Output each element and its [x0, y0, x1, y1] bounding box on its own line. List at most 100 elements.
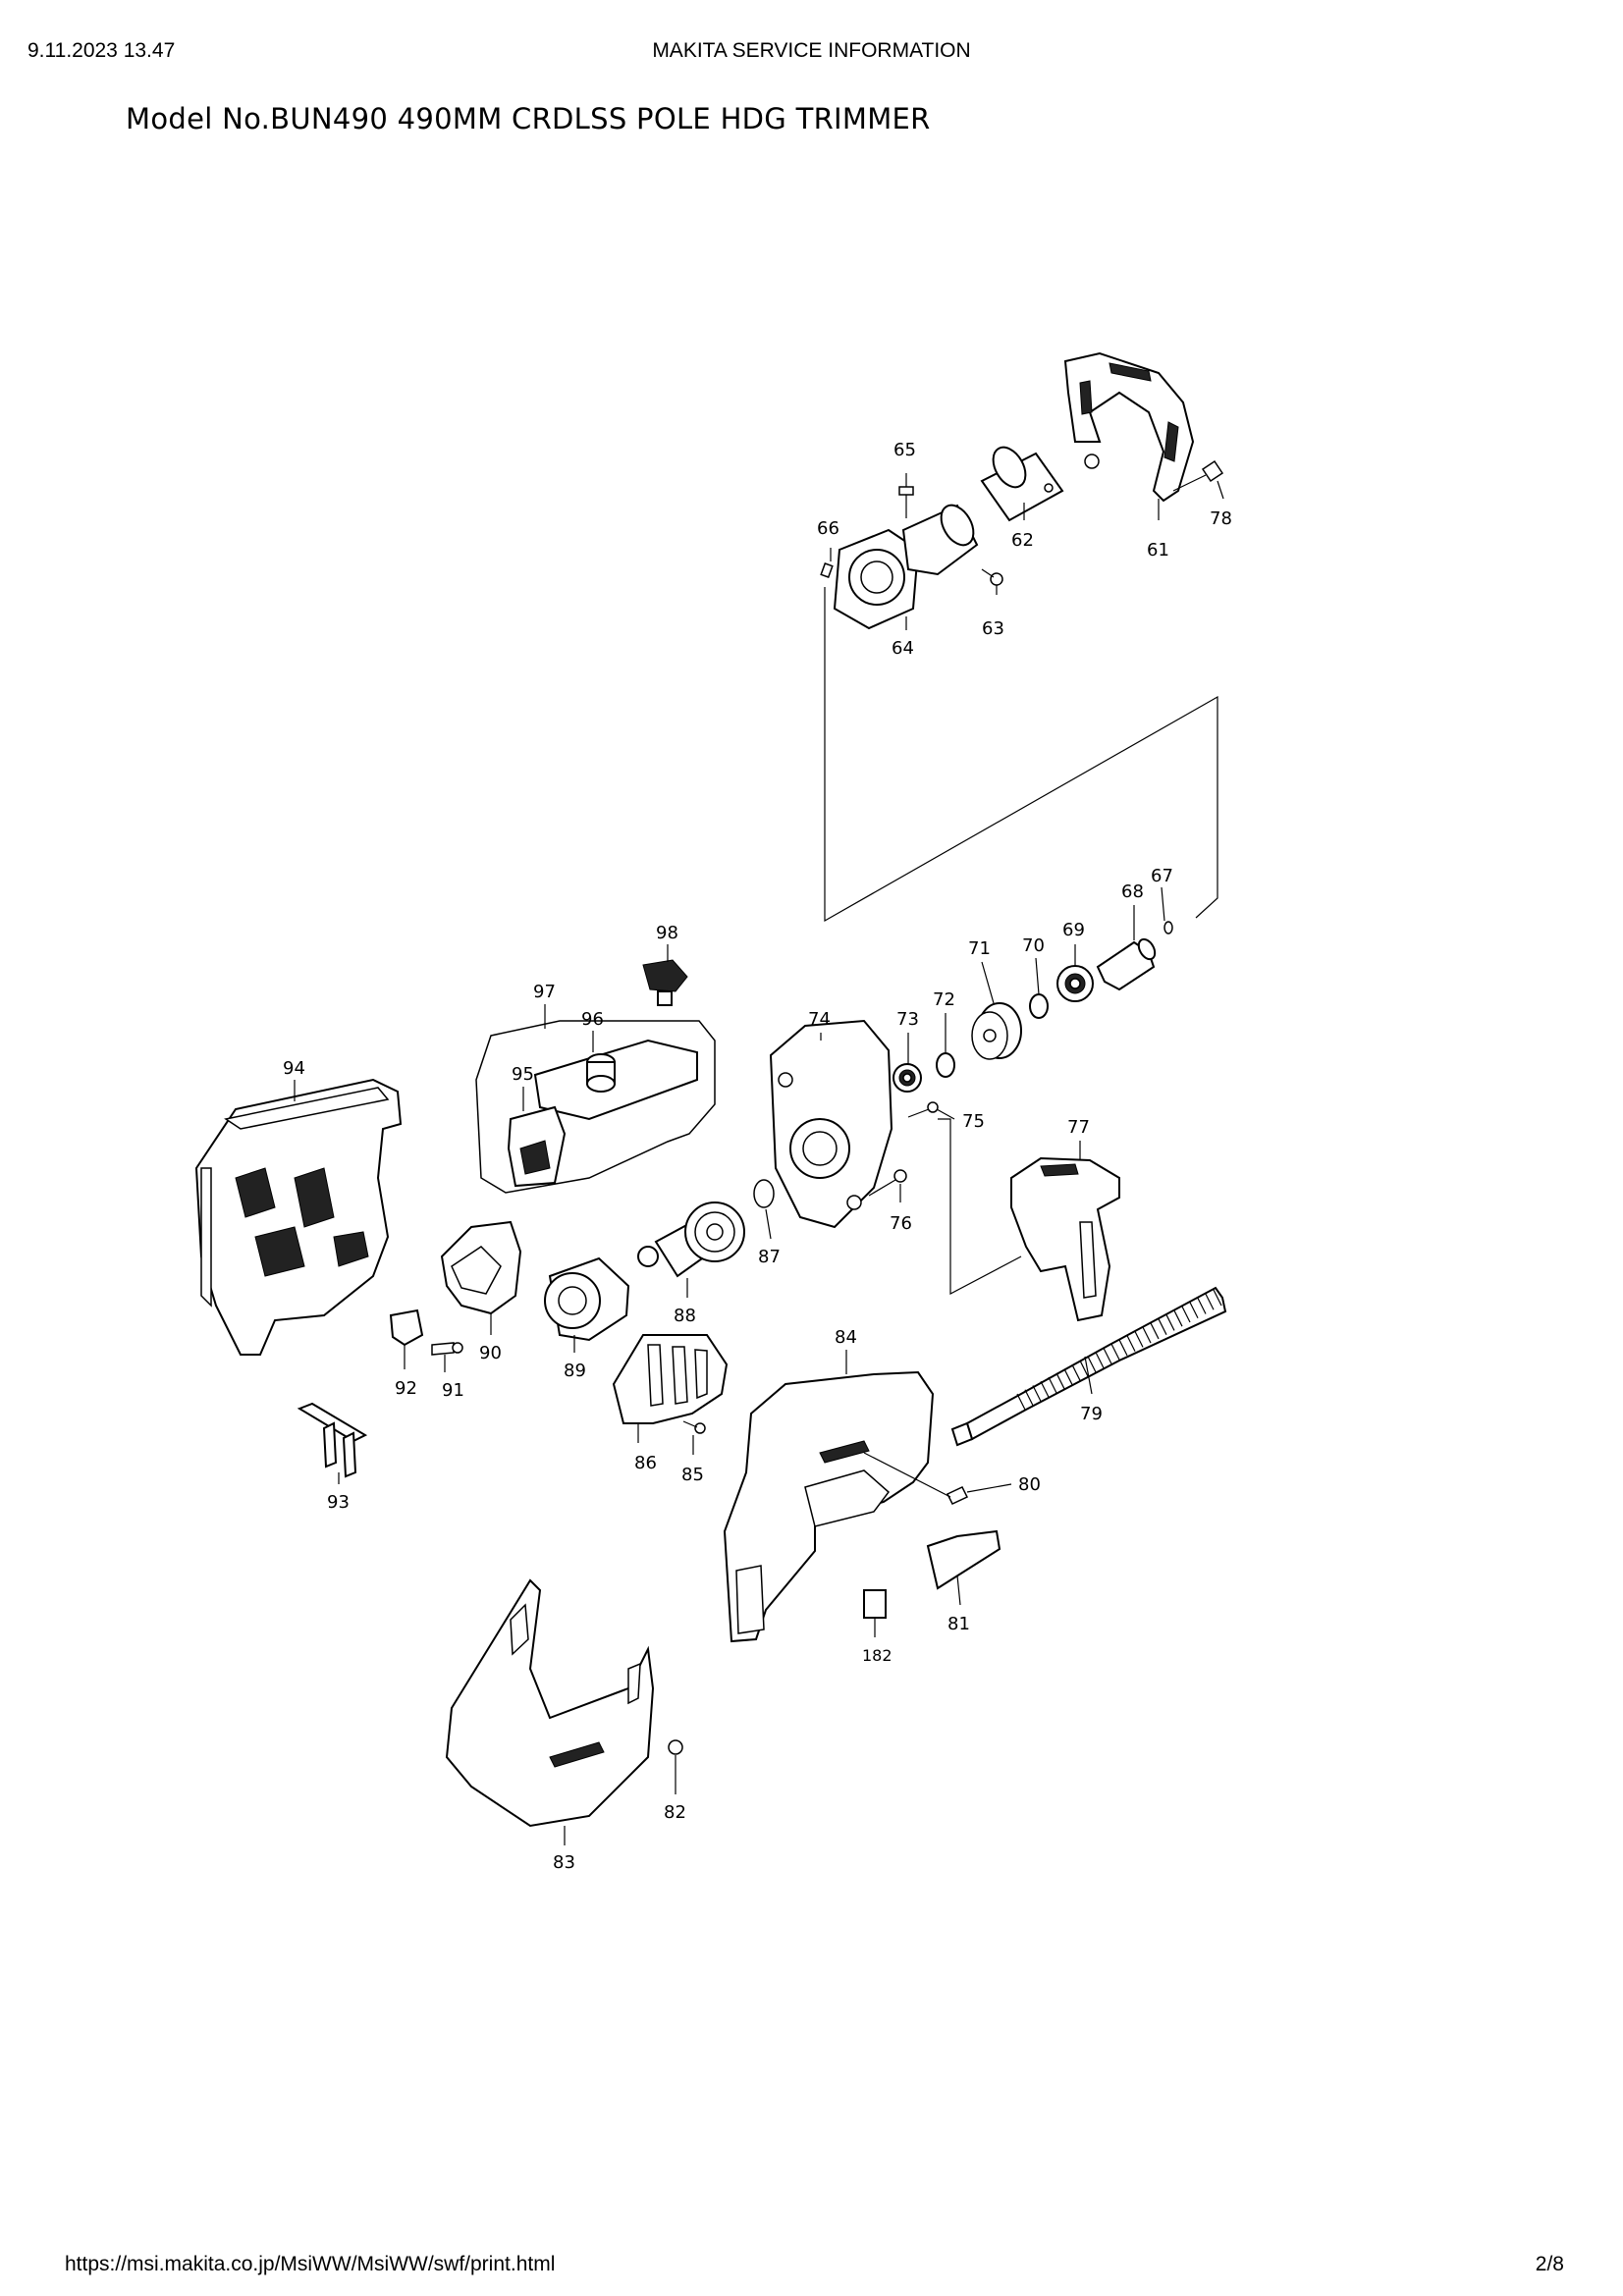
- label-68: 68: [1121, 881, 1144, 902]
- flex-shaft-rib: [1032, 1385, 1042, 1402]
- label-66: 66: [817, 518, 839, 539]
- label-70: 70: [1022, 935, 1045, 956]
- part-64-gear-housing: [833, 504, 979, 630]
- flex-shaft-rib: [1158, 1318, 1167, 1335]
- label-84: 84: [835, 1327, 857, 1348]
- part-72-washer: [936, 1052, 955, 1078]
- model-title: Model No.BUN490 490MM CRDLSS POLE HDG TR…: [126, 102, 931, 135]
- part-96-board: [533, 1031, 698, 1121]
- label-77: 77: [1067, 1117, 1090, 1138]
- flex-shaft-rib: [1024, 1389, 1034, 1407]
- label-81: 81: [947, 1614, 970, 1634]
- footer-url: https://msi.makita.co.jp/MsiWW/MsiWW/swf…: [65, 2253, 556, 2275]
- flex-shaft-rib: [1213, 1289, 1222, 1307]
- print-timestamp: 9.11.2023 13.47: [27, 39, 176, 62]
- flex-shaft-rib: [1110, 1343, 1120, 1361]
- assembly-guide-line-2: [938, 1118, 1022, 1295]
- flex-shaft-rib: [1150, 1322, 1160, 1340]
- flex-shaft-rib: [1142, 1326, 1152, 1344]
- part-85-screw: [682, 1420, 706, 1455]
- part-80-screw: [863, 1452, 1012, 1505]
- label-94: 94: [283, 1058, 305, 1079]
- part-91-screw: [431, 1342, 463, 1372]
- part-89-stator: [544, 1256, 630, 1353]
- label-97: 97: [533, 982, 556, 1002]
- part-93-bracket: [297, 1402, 368, 1484]
- part-75-screw: [907, 1101, 939, 1118]
- label-93: 93: [327, 1492, 350, 1513]
- label-61: 61: [1147, 540, 1169, 561]
- flex-shaft-rib: [1189, 1302, 1199, 1318]
- flex-shaft-rib: [1055, 1372, 1065, 1390]
- top-leader-lines: [830, 473, 1224, 630]
- part-63-screw: [981, 568, 1003, 586]
- flex-shaft-rib: [1103, 1348, 1112, 1364]
- label-89: 89: [564, 1361, 586, 1381]
- part-82-screw: [668, 1739, 683, 1794]
- part-71-gear: [971, 1002, 1022, 1060]
- label-79: 79: [1080, 1404, 1103, 1424]
- label-67: 67: [1151, 866, 1173, 886]
- part-76-screw: [868, 1169, 907, 1197]
- flex-shaft-rib: [1118, 1339, 1128, 1357]
- label-96: 96: [581, 1009, 604, 1030]
- label-80: 80: [1018, 1474, 1041, 1495]
- label-76: 76: [890, 1213, 912, 1234]
- part-84-lower-housing: [723, 1350, 935, 1643]
- flex-shaft-rib: [1134, 1331, 1144, 1348]
- label-62: 62: [1011, 530, 1034, 551]
- part-61-handle-cover: [1063, 351, 1195, 503]
- part-88-armature: [637, 1201, 745, 1298]
- cluster-leader-lines: [820, 886, 1165, 1202]
- part-94-housing-half: [194, 1078, 403, 1356]
- assembly-guide-line: [824, 587, 1218, 923]
- part-74-gear-case: [769, 1019, 893, 1229]
- part-65-screw: [898, 486, 914, 518]
- flex-shaft-rib: [1205, 1293, 1215, 1310]
- label-88: 88: [674, 1306, 696, 1326]
- part-87-oring: [753, 1179, 775, 1240]
- part-number-labels: 61 62 63 64 65 66 67 68 69 70 71 72 73 7…: [283, 440, 1232, 1873]
- label-71: 71: [968, 938, 991, 959]
- label-78: 78: [1210, 508, 1232, 529]
- label-64: 64: [892, 638, 914, 659]
- part-98-knob: [642, 944, 688, 1006]
- part-73-bearing: [893, 1063, 922, 1093]
- label-72: 72: [933, 989, 955, 1010]
- part-79-flex-shaft: [950, 1286, 1227, 1447]
- part-66-pin: [820, 562, 834, 578]
- flex-shaft-rib: [1071, 1364, 1081, 1381]
- label-91: 91: [442, 1380, 464, 1401]
- part-81-label: [926, 1529, 1001, 1606]
- flex-shaft-rib: [1040, 1381, 1050, 1398]
- label-82: 82: [664, 1802, 686, 1823]
- label-65: 65: [893, 440, 916, 460]
- flex-shaft-rib: [1087, 1356, 1097, 1373]
- label-90: 90: [479, 1343, 502, 1363]
- label-73: 73: [896, 1009, 919, 1030]
- part-90-motor-holder: [440, 1220, 522, 1335]
- label-83: 83: [553, 1852, 575, 1873]
- part-70-washer: [1029, 993, 1049, 1019]
- label-87: 87: [758, 1247, 781, 1267]
- label-75: 75: [962, 1111, 985, 1132]
- flex-shaft-rib: [1095, 1352, 1105, 1368]
- flex-shaft-rib: [1181, 1306, 1191, 1323]
- part-67-ring: [1163, 921, 1173, 934]
- label-69: 69: [1062, 920, 1085, 940]
- flex-shaft-rib: [1063, 1368, 1073, 1385]
- label-63: 63: [982, 618, 1004, 639]
- part-92-clip: [389, 1308, 424, 1369]
- part-77-rear-grip: [1010, 1141, 1120, 1322]
- part-62-sleeve: [980, 446, 1064, 522]
- label-74: 74: [808, 1009, 831, 1030]
- part-83-stand: [445, 1578, 655, 1845]
- flex-shaft-rib: [1048, 1376, 1057, 1394]
- flex-shaft-rib: [1079, 1360, 1089, 1377]
- label-86: 86: [634, 1453, 657, 1473]
- label-182: 182: [862, 1646, 893, 1665]
- label-85: 85: [681, 1465, 704, 1485]
- part-182-label: [863, 1589, 887, 1637]
- flex-shaft-rib: [1173, 1309, 1183, 1327]
